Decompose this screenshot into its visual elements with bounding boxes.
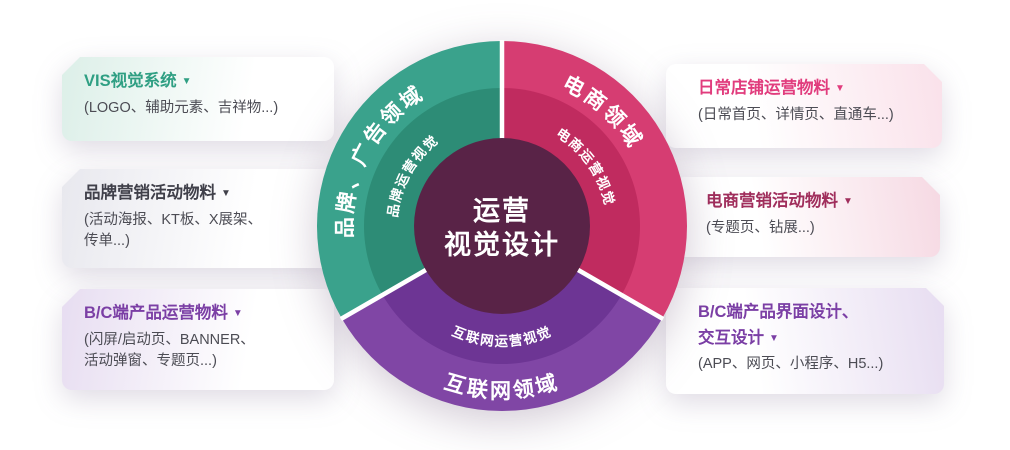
caret-icon: ▼ (232, 308, 243, 319)
panel-bc-interface-design: B/C端产品界面设计、 交互设计 ▼ (APP、网页、小程序、H5...) (666, 288, 944, 394)
caret-icon: ▼ (221, 188, 231, 199)
panel-vis-system-title: VIS视觉系统 (84, 72, 177, 90)
panel-bc-interface-title-line2: 交互设计 (698, 328, 764, 347)
panel-bc-product-subtitle-line1: (闪屏/启动页、BANNER、 (84, 331, 255, 348)
caret-icon: ▼ (835, 83, 845, 94)
panel-bc-product-title: B/C端产品运营物料 (84, 304, 228, 322)
panel-brand-campaign-subtitle-line1: (活动海报、KT板、X展架、 (84, 211, 263, 228)
panel-daily-store-materials: 日常店铺运营物料 ▼ (日常首页、详情页、直通车...) (666, 64, 942, 148)
panel-ecommerce-campaign-subtitle: (专题页、钻展...) (706, 219, 815, 236)
panel-ecommerce-campaign-title: 电商营销活动物料 (706, 192, 838, 210)
panel-vis-system-subtitle: (LOGO、辅助元素、吉祥物...) (84, 99, 279, 116)
caret-icon: ▼ (181, 76, 192, 87)
center-title-line2: 视觉设计 (444, 230, 560, 260)
caret-icon: ▼ (843, 196, 853, 207)
panel-ecommerce-campaign-materials: 电商营销活动物料 ▼ (专题页、钻展...) (674, 177, 940, 257)
panel-daily-store-subtitle: (日常首页、详情页、直通车...) (698, 106, 894, 123)
circle-diagram: 品牌、广告领域 电商领域 互联网领域 品牌运营视觉 电商运营视觉 互联网运营视觉… (316, 40, 688, 412)
caret-icon: ▼ (769, 332, 779, 344)
panel-vis-system: VIS视觉系统 ▼ (LOGO、辅助元素、吉祥物...) (62, 57, 334, 141)
panel-bc-interface-subtitle: (APP、网页、小程序、H5...) (698, 356, 884, 373)
panel-brand-campaign-title: 品牌营销活动物料 (84, 184, 216, 202)
panel-bc-product-subtitle-line2: 活动弹窗、专题页...) (84, 353, 217, 370)
panel-daily-store-title: 日常店铺运营物料 (698, 79, 830, 97)
panel-bc-product-operation-materials: B/C端产品运营物料 ▼ (闪屏/启动页、BANNER、 活动弹窗、专题页...) (62, 289, 334, 390)
center-title-line1: 运营 (473, 196, 531, 226)
center-circle (414, 138, 590, 314)
panel-brand-campaign-materials: 品牌营销活动物料 ▼ (活动海报、KT板、X展架、 传单...) (62, 169, 334, 268)
panel-bc-interface-title-line1: B/C端产品界面设计、 (698, 303, 859, 321)
panel-brand-campaign-subtitle-line2: 传单...) (84, 233, 130, 250)
